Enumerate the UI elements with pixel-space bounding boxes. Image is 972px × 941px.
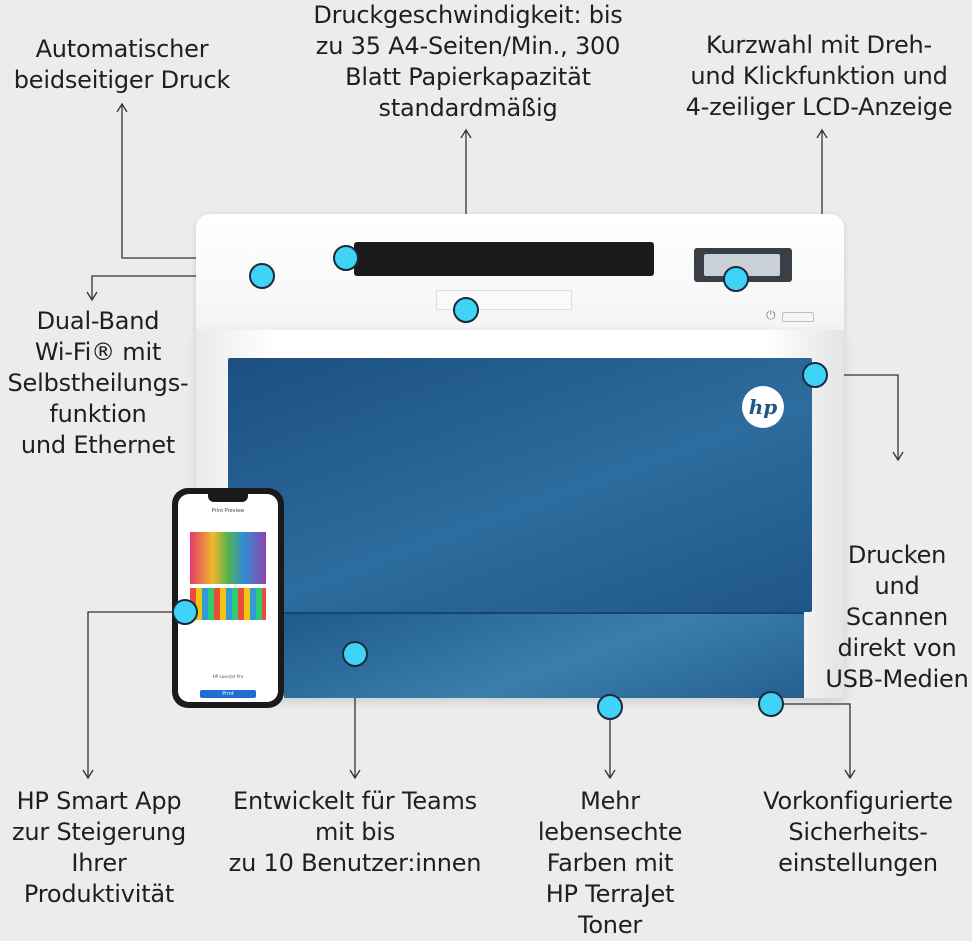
label-colors: Mehr lebensechte Farben mit HP TerraJet … xyxy=(537,787,683,939)
label-speed: Druckgeschwindigkeit: bis zu 35 A4-Seite… xyxy=(313,1,623,122)
hotspot-app xyxy=(172,599,198,625)
hotspot-dial xyxy=(723,266,749,292)
hotspot-duplex xyxy=(333,245,359,271)
printer-front-panel xyxy=(228,358,812,612)
phone-preview-image xyxy=(190,532,266,584)
arrow-security xyxy=(844,769,856,780)
power-icon: ⏻ xyxy=(766,308,776,322)
label-wifi: Dual-Band Wi-Fi® mit Selbstheilungs- fun… xyxy=(7,307,189,459)
arrow-dial xyxy=(816,128,828,139)
lcd-screen xyxy=(704,254,780,276)
label-dial: Kurzwahl mit Dreh- und Klickfunktion und… xyxy=(685,31,953,121)
power-button xyxy=(782,312,814,322)
arrow-duplex xyxy=(116,102,128,113)
label-app: HP Smart App zur Steigerung Ihrer Produk… xyxy=(11,787,187,908)
hotspot-speed xyxy=(453,297,479,323)
phone-notch xyxy=(208,494,248,502)
hotspot-security xyxy=(758,691,784,717)
hotspot-wifi xyxy=(249,263,275,289)
phone-screen-title: Print Preview xyxy=(211,508,245,514)
arrow-speed xyxy=(460,128,472,139)
phone-screen: Print Preview HP LaserJet Pro Print xyxy=(178,494,278,702)
hp-logo: hp xyxy=(742,386,784,428)
arrow-usb xyxy=(892,451,904,462)
phone-caption: HP LaserJet Pro xyxy=(212,674,244,679)
arrow-app xyxy=(82,769,94,780)
arrow-wifi xyxy=(86,291,98,302)
label-security: Vorkonfigurierte Sicherheits- einstellun… xyxy=(763,787,953,877)
label-teams: Entwickelt für Teams mit bis zu 10 Benut… xyxy=(228,787,482,877)
smartphone: Print Preview HP LaserJet Pro Print xyxy=(172,488,284,708)
connector-app xyxy=(87,611,185,778)
hotspot-usb xyxy=(802,362,828,388)
label-duplex: Automatischer beidseitiger Druck xyxy=(13,35,231,94)
hotspot-colors xyxy=(597,694,623,720)
paper-tray xyxy=(284,612,804,698)
arrow-teams xyxy=(349,769,361,780)
phone-preview-image-2 xyxy=(190,588,266,620)
label-usb: Drucken und Scannen direkt von USB-Medie… xyxy=(825,541,969,693)
phone-print-button: Print xyxy=(200,690,256,698)
hotspot-teams xyxy=(342,641,368,667)
arrow-colors xyxy=(604,769,616,780)
connector-security xyxy=(771,703,851,778)
output-slot xyxy=(354,242,654,276)
